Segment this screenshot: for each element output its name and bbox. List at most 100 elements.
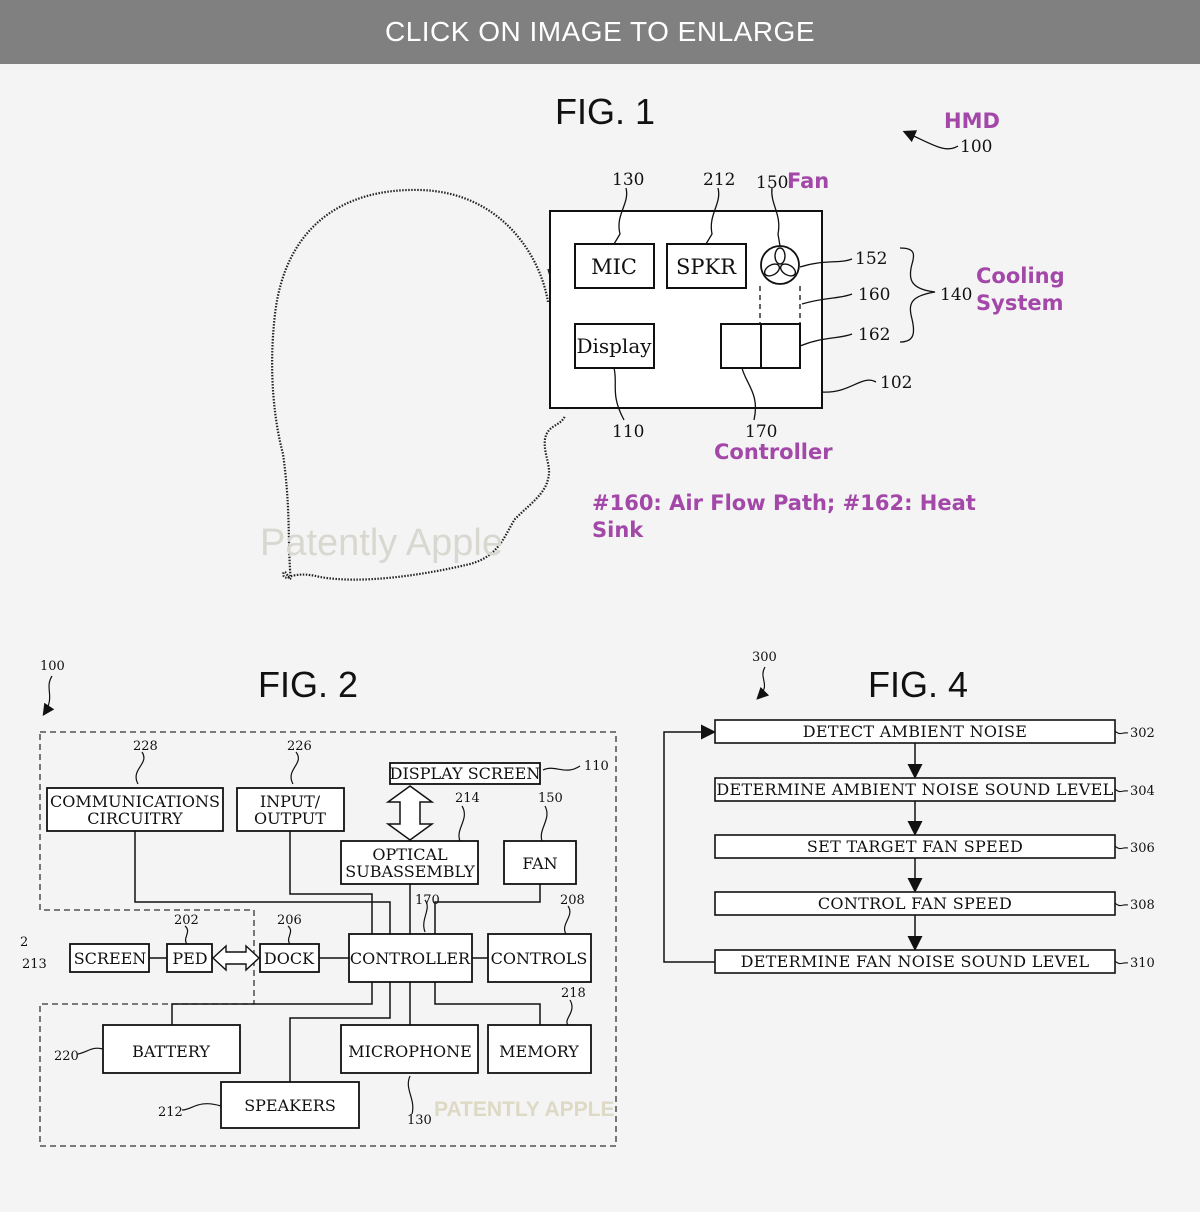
display-label: Display xyxy=(576,334,652,358)
microphone-box: MICROPHONE xyxy=(341,1025,478,1073)
ref-208: 208 xyxy=(560,893,585,908)
ref-213: 213 xyxy=(22,957,47,972)
hmd-housing xyxy=(550,211,822,408)
controller-box: CONTROLLER xyxy=(349,934,472,982)
cooling-brace xyxy=(900,248,935,342)
ref-arrow xyxy=(758,667,765,698)
ref-214: 214 xyxy=(455,791,480,806)
comm-circuitry-box: COMMUNICATIONS CIRCUITRY xyxy=(47,788,223,831)
battery-label: BATTERY xyxy=(132,1042,210,1061)
step-label: CONTROL FAN SPEED xyxy=(818,894,1012,913)
ref-152: 152 xyxy=(855,249,887,269)
fig1: FIG. 1 MIC SPKR Display xyxy=(260,91,1065,580)
ref-218: 218 xyxy=(561,986,586,1001)
controller-box xyxy=(721,324,761,368)
fan-icon xyxy=(761,246,799,284)
ref-160: 160 xyxy=(858,285,890,305)
dock-box: DOCK xyxy=(260,944,319,972)
ref-100: 100 xyxy=(40,659,65,674)
microphone-label: MICROPHONE xyxy=(348,1042,472,1061)
ref-150: 150 xyxy=(538,791,563,806)
step-ref: 308 xyxy=(1130,898,1155,913)
heat-sink-box xyxy=(761,324,800,368)
controller-annotation: Controller xyxy=(714,440,833,464)
screen-box: SCREEN xyxy=(70,944,149,972)
ped-dock-double-arrow xyxy=(213,946,259,970)
fan-label: FAN xyxy=(522,854,557,873)
ref-162: 162 xyxy=(858,325,890,345)
ref-220: 220 xyxy=(54,1049,79,1064)
step-label: SET TARGET FAN SPEED xyxy=(807,837,1023,856)
flow-step: DETERMINE AMBIENT NOISE SOUND LEVEL 304 xyxy=(715,778,1155,801)
ref-130: 130 xyxy=(407,1113,432,1128)
optical-subassembly-box: OPTICAL SUBASSEMBLY xyxy=(341,841,478,884)
fig4-title: FIG. 4 xyxy=(868,664,968,705)
flow-step: DETECT AMBIENT NOISE 302 xyxy=(715,720,1155,743)
mic-label: MIC xyxy=(591,255,637,279)
ped-label: PED xyxy=(172,949,207,968)
ref-170: 170 xyxy=(415,893,440,908)
ref-110: 110 xyxy=(612,422,644,442)
optical-label-2: SUBASSEMBLY xyxy=(345,862,475,881)
io-label-2: OUTPUT xyxy=(254,809,326,828)
step-ref: 302 xyxy=(1130,726,1155,741)
ref-102: 102 xyxy=(880,373,912,393)
ref-arrow xyxy=(44,676,52,714)
ref-226: 226 xyxy=(287,739,312,754)
optical-path-double-arrow xyxy=(388,786,432,840)
hmd-pointer-arrow xyxy=(905,132,958,149)
step-label: DETECT AMBIENT NOISE xyxy=(803,722,1027,741)
flow-steps: DETECT AMBIENT NOISE 302 DETERMINE AMBIE… xyxy=(715,720,1155,973)
step-label: DETERMINE FAN NOISE SOUND LEVEL xyxy=(741,952,1090,971)
step-ref: 310 xyxy=(1130,956,1155,971)
watermark: PATENTLY APPLE xyxy=(434,1098,614,1121)
cooling-annotation-1: Cooling xyxy=(976,264,1065,288)
step-label: DETERMINE AMBIENT NOISE SOUND LEVEL xyxy=(716,780,1113,799)
fan-annotation: Fan xyxy=(787,169,829,193)
memory-label: MEMORY xyxy=(499,1042,579,1061)
flow-step: DETERMINE FAN NOISE SOUND LEVEL 310 xyxy=(715,950,1155,973)
watermark: Patently Apple xyxy=(260,522,503,564)
leader-line xyxy=(822,380,876,392)
screen-label: SCREEN xyxy=(74,949,147,968)
ref-300: 300 xyxy=(752,650,777,665)
ref-150: 150 xyxy=(756,173,788,193)
comm-label-2: CIRCUITRY xyxy=(87,809,183,828)
ref-2: 2 xyxy=(20,935,28,950)
memory-box: MEMORY xyxy=(488,1025,591,1073)
battery-box: BATTERY xyxy=(103,1025,240,1073)
step-ref: 306 xyxy=(1130,841,1155,856)
patent-figures: FIG. 1 MIC SPKR Display xyxy=(0,64,1200,1212)
ref-140: 140 xyxy=(940,285,972,305)
controller-label: CONTROLLER xyxy=(350,949,471,968)
enlarge-banner-label: CLICK ON IMAGE TO ENLARGE xyxy=(385,16,815,48)
fig1-title: FIG. 1 xyxy=(555,91,655,132)
flow-step: CONTROL FAN SPEED 308 xyxy=(715,892,1155,915)
fig2-title: FIG. 2 xyxy=(258,664,358,705)
display-screen-label: DISPLAY SCREEN xyxy=(390,764,541,783)
controls-label: CONTROLS xyxy=(491,949,588,968)
ref-212: 212 xyxy=(158,1105,183,1120)
ref-212: 212 xyxy=(703,170,735,190)
ref-110: 110 xyxy=(584,759,609,774)
ref-206: 206 xyxy=(277,913,302,928)
ref-130: 130 xyxy=(612,170,644,190)
ref-228: 228 xyxy=(133,739,158,754)
note-line-1: #160: Air Flow Path; #162: Heat xyxy=(592,491,976,515)
controls-box: CONTROLS xyxy=(488,934,591,982)
ref-170: 170 xyxy=(745,422,777,442)
ref-202: 202 xyxy=(174,913,199,928)
step-ref: 304 xyxy=(1130,784,1155,799)
ref-100: 100 xyxy=(960,137,992,157)
enlarge-banner[interactable]: CLICK ON IMAGE TO ENLARGE xyxy=(0,0,1200,64)
spkr-label: SPKR xyxy=(676,255,737,279)
note-line-2: Sink xyxy=(592,518,644,542)
loop-back-arrow xyxy=(664,732,715,962)
input-output-box: INPUT/ OUTPUT xyxy=(237,788,344,831)
speakers-box: SPEAKERS xyxy=(221,1082,359,1128)
ped-box: PED xyxy=(167,944,212,972)
cooling-annotation-2: System xyxy=(976,291,1063,315)
dock-label: DOCK xyxy=(264,949,315,968)
display-screen-box: DISPLAY SCREEN xyxy=(390,763,541,784)
fig2: FIG. 2 100 COMMUNICATIONS CIRCUITRY INPU… xyxy=(20,659,616,1146)
